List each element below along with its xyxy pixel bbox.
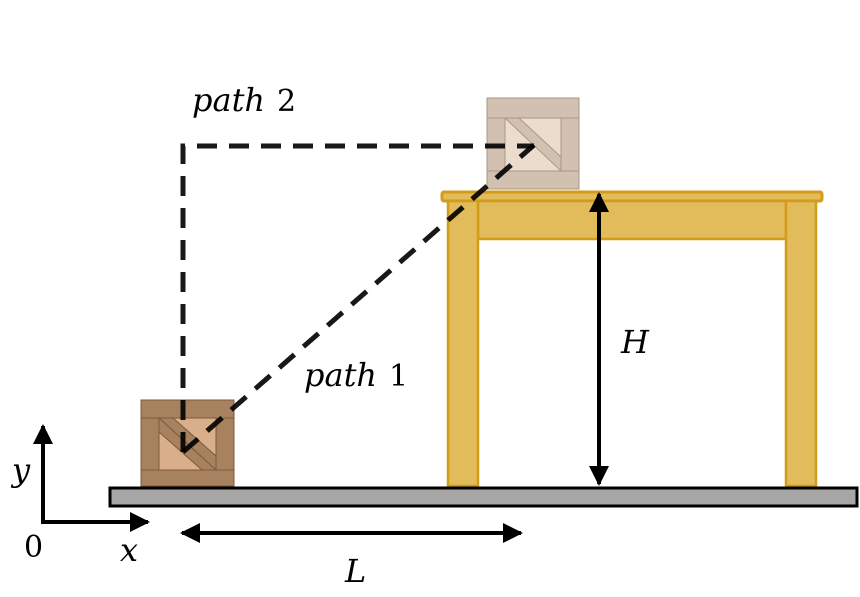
table — [440, 190, 824, 488]
table-leg-left — [446, 199, 480, 488]
path-2-line — [180, 143, 534, 452]
x-axis-label: x — [120, 531, 138, 569]
length-label: L — [344, 552, 366, 590]
path-1-label: path 1 — [304, 356, 408, 394]
table-leg-right — [784, 199, 818, 488]
crate-start — [140, 399, 235, 487]
table-top — [440, 190, 824, 203]
ground — [108, 486, 859, 508]
table-apron — [476, 199, 788, 241]
path-1-number: 1 — [389, 359, 408, 394]
path-1-line — [181, 143, 536, 454]
height-label: H — [620, 323, 650, 361]
y-axis-label: y — [10, 451, 31, 489]
path-1-word: path — [304, 356, 377, 394]
path-2-word: path — [192, 81, 265, 119]
path-2-label: path 2 — [192, 81, 296, 119]
origin-label: 0 — [24, 530, 43, 565]
path-2-number: 2 — [277, 84, 296, 119]
